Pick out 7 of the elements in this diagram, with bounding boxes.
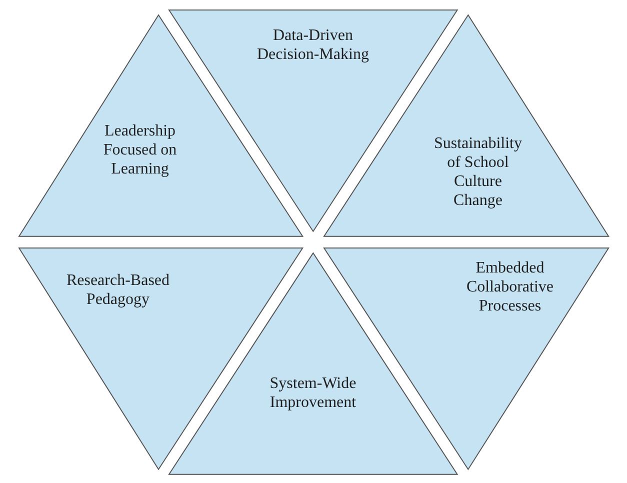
segment-label: Research-Based Pedagogy <box>65 270 171 309</box>
segment-label: Embedded Collaborative Processes <box>465 258 555 316</box>
segment-label: Leadership Focused on Learning <box>102 121 178 178</box>
triangle-segment <box>168 253 458 474</box>
segment-label: Sustainability of School Culture Change <box>432 134 523 210</box>
segment-label: System-Wide Improvement <box>268 374 358 412</box>
segment-label: Data-Driven Decision-Making <box>256 26 370 64</box>
